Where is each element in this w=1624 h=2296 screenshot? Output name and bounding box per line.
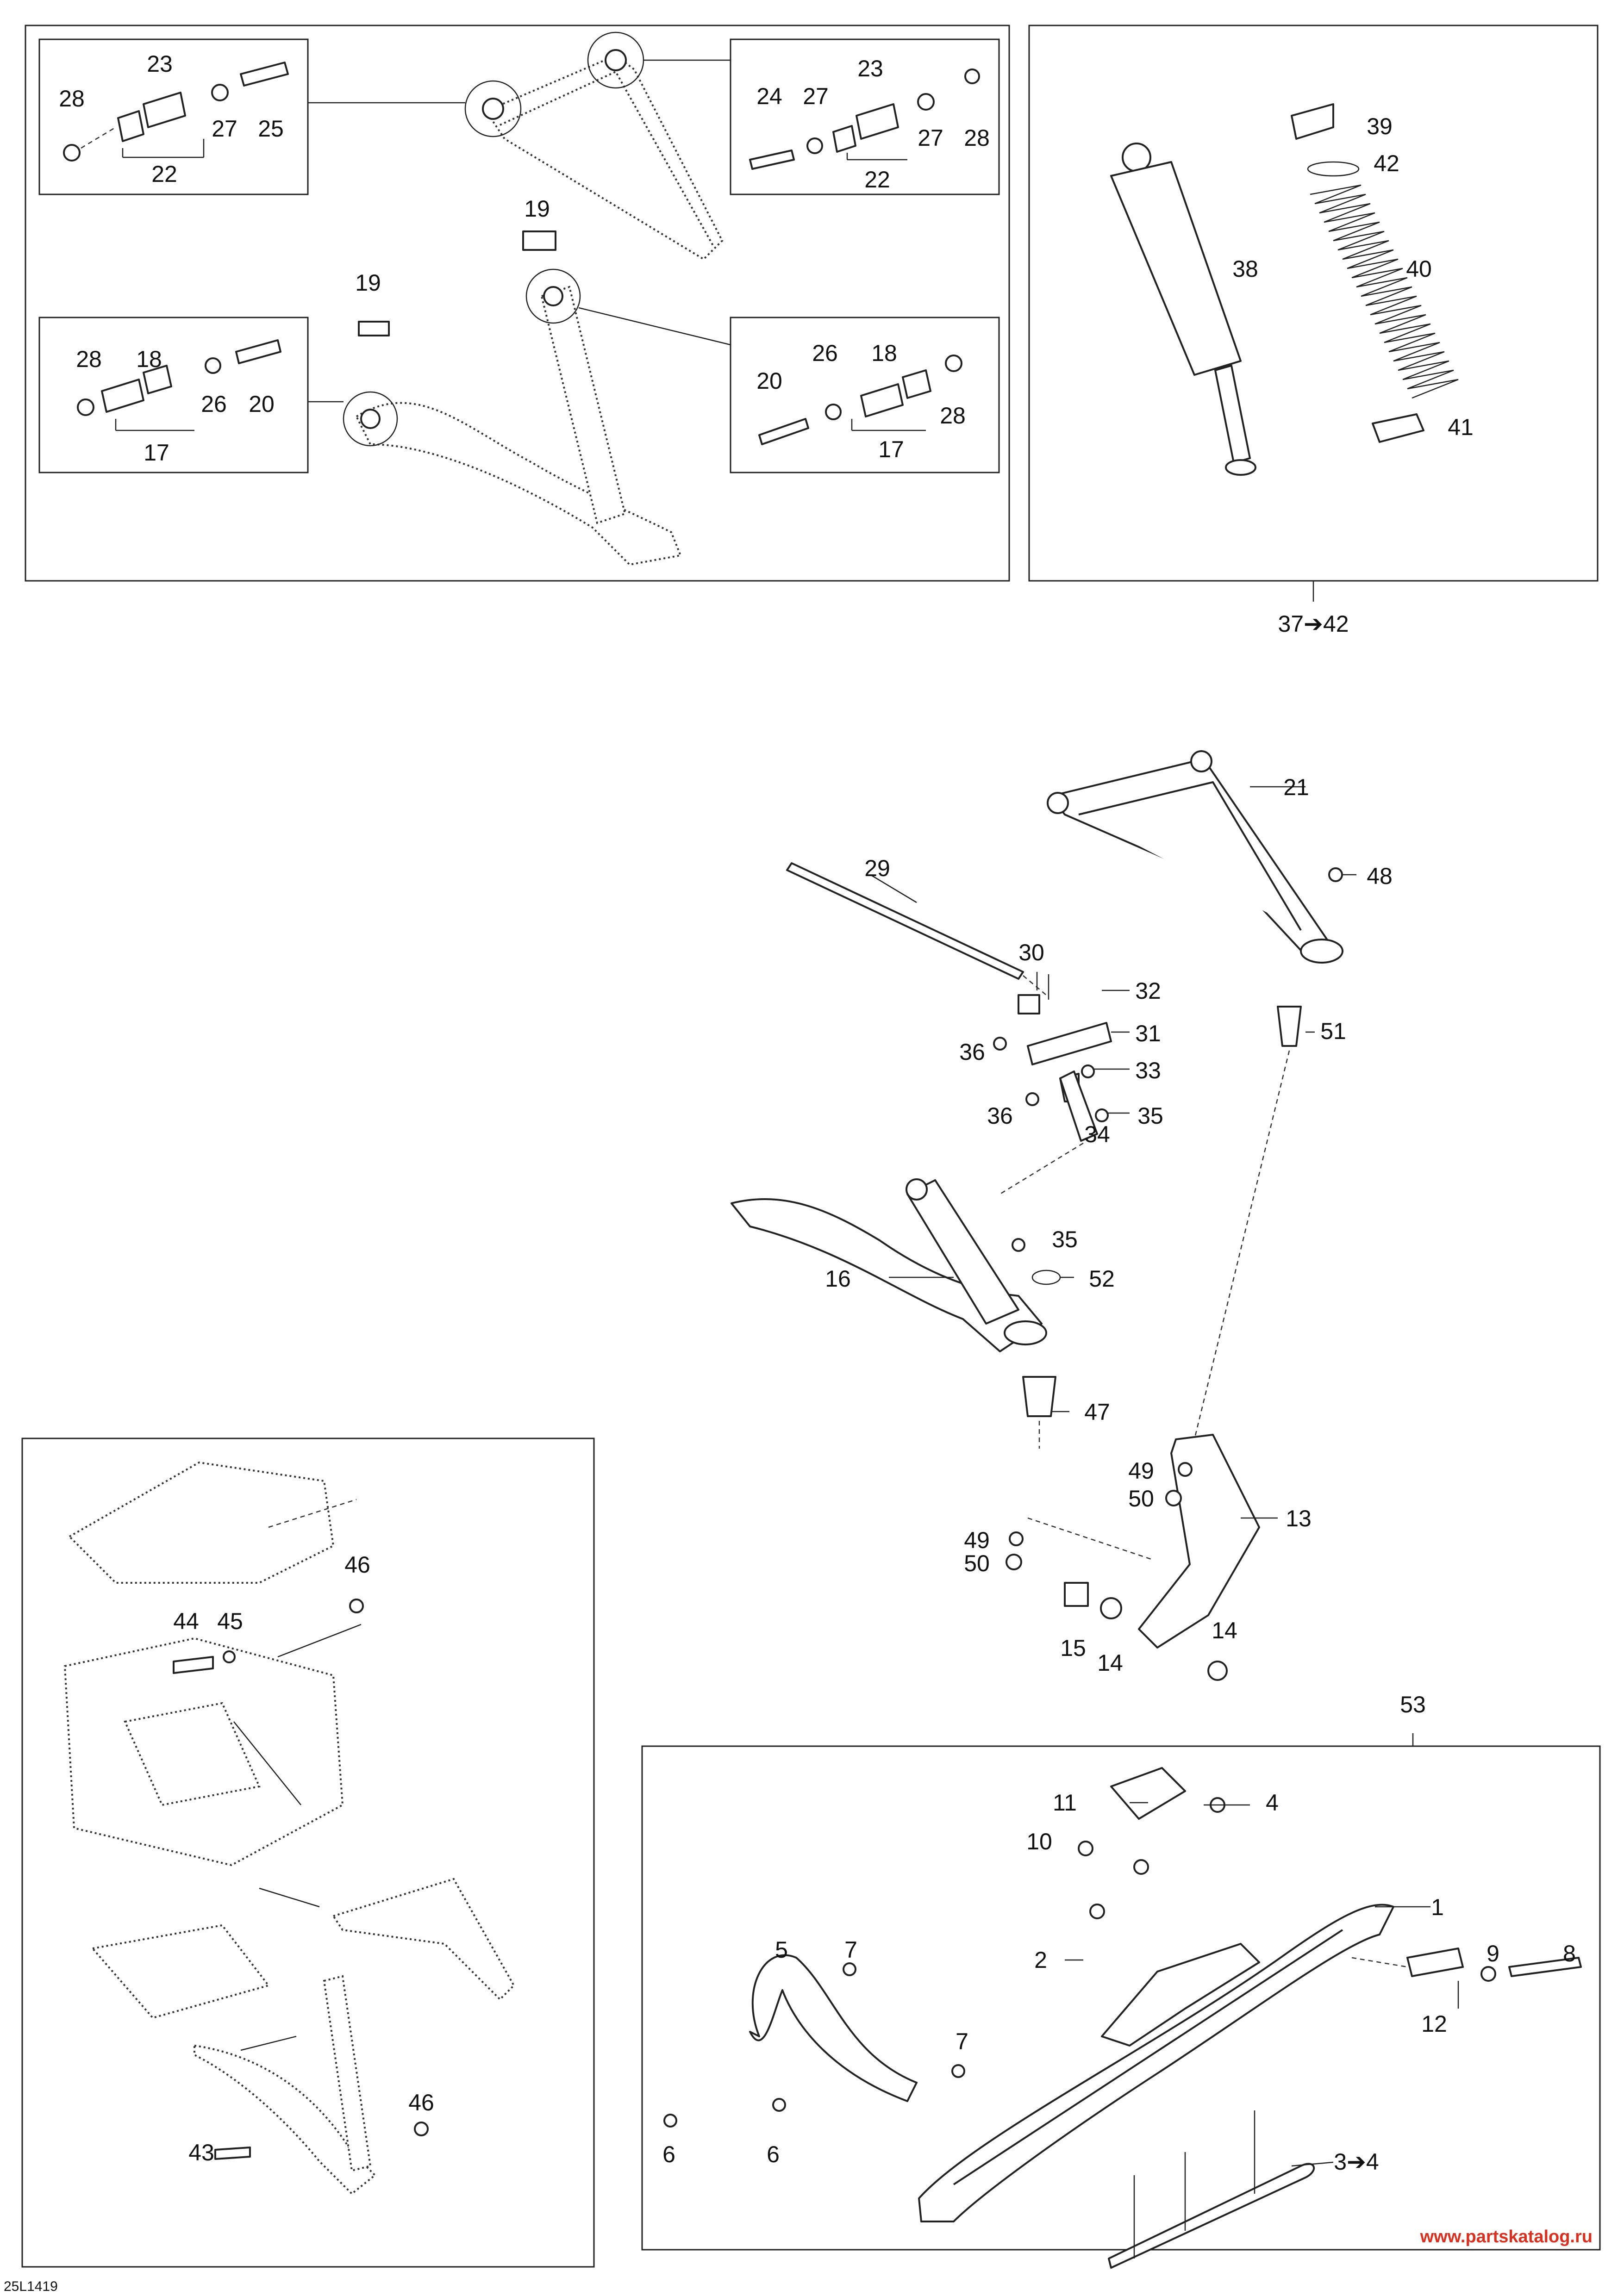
callout-15: 15 <box>1060 1635 1086 1661</box>
inset-box-lower-right <box>730 317 1000 473</box>
inset-hardware-upper-left <box>63 62 289 162</box>
callout-40: 40 <box>1406 256 1432 282</box>
leader-lines <box>870 786 1459 2167</box>
callout-10: 10 <box>1026 1829 1052 1854</box>
ski-assembly-label: 53 <box>1400 1692 1426 1717</box>
callout-28-b: 28 <box>964 125 990 151</box>
watermark: www.partskatalog.ru <box>1420 2227 1593 2246</box>
chassis-panel <box>21 1437 595 2268</box>
callout-17-a: 17 <box>144 440 169 466</box>
callout-35-b: 35 <box>1052 1226 1078 1252</box>
callout-46-b: 46 <box>408 2090 434 2116</box>
callout-7-b: 7 <box>956 2028 968 2054</box>
upper-a-arm-detail <box>308 31 731 261</box>
callout-4: 4 <box>1266 1790 1279 1816</box>
callout-6-b: 6 <box>767 2141 780 2167</box>
callout-28-d: 28 <box>940 403 966 429</box>
callout-20-b: 20 <box>756 368 782 394</box>
callout-52: 52 <box>1089 1266 1115 1292</box>
ski-panel <box>641 1745 1601 2251</box>
inset-hardware-lower-right <box>758 355 962 445</box>
callout-33: 33 <box>1135 1058 1161 1083</box>
runner-label: 3➔4 <box>1334 2149 1379 2175</box>
callout-28-c: 28 <box>76 346 102 372</box>
shock-spring <box>1291 103 1459 443</box>
callout-34: 34 <box>1084 1121 1110 1147</box>
callout-28-a: 28 <box>59 86 85 112</box>
callout-46-a: 46 <box>344 1552 370 1578</box>
callout-12: 12 <box>1421 2011 1447 2037</box>
lower-a-arm-detail <box>308 230 731 566</box>
callout-5: 5 <box>775 1937 788 1963</box>
callout-32: 32 <box>1135 978 1161 1004</box>
callout-44: 44 <box>173 1608 199 1634</box>
inset-box-upper-left <box>38 38 309 195</box>
callout-45: 45 <box>217 1608 243 1634</box>
callout-31: 31 <box>1135 1020 1161 1046</box>
callout-25: 25 <box>258 116 284 142</box>
central-assembly <box>731 750 1343 1681</box>
callout-35-a: 35 <box>1137 1103 1163 1129</box>
callout-49-a: 49 <box>1128 1458 1154 1484</box>
callout-2: 2 <box>1034 1947 1047 1973</box>
callout-47: 47 <box>1084 1399 1110 1425</box>
callout-49-b: 49 <box>964 1527 990 1553</box>
callout-50-b: 50 <box>964 1550 990 1576</box>
callout-29: 29 <box>864 855 890 881</box>
diagram-code: 25L1419 <box>4 2279 58 2294</box>
callout-11: 11 <box>1053 1790 1077 1816</box>
callout-22-b: 22 <box>864 167 890 193</box>
callout-labels: 23 28 27 25 22 23 24 27 27 28 22 19 19 2… <box>59 51 1576 2175</box>
callout-17-b: 17 <box>878 436 904 462</box>
callout-36-a: 36 <box>959 1039 985 1065</box>
callout-42: 42 <box>1374 150 1399 176</box>
callout-14-a: 14 <box>1212 1618 1237 1643</box>
chassis-illustration <box>63 1461 515 2195</box>
callout-13: 13 <box>1286 1506 1312 1531</box>
callout-8: 8 <box>1563 1941 1576 1966</box>
callout-43: 43 <box>188 2140 214 2165</box>
callout-6-a: 6 <box>662 2141 675 2167</box>
callout-26-a: 26 <box>201 391 227 417</box>
callout-23-b: 23 <box>857 56 883 81</box>
callout-24: 24 <box>756 83 782 109</box>
callout-36-b: 36 <box>987 1103 1013 1129</box>
ski-illustration <box>663 1767 1582 2269</box>
callout-30: 30 <box>1018 940 1044 965</box>
callout-16: 16 <box>825 1266 851 1292</box>
callout-27-a: 27 <box>212 116 237 142</box>
inset-box-upper-right <box>730 38 1000 195</box>
inset-box-lower-left <box>38 317 309 473</box>
callout-9: 9 <box>1487 1941 1499 1966</box>
shock-absorber <box>1110 143 1256 476</box>
callout-38: 38 <box>1232 256 1258 282</box>
inset-hardware-upper-right <box>749 68 980 170</box>
callout-21: 21 <box>1283 774 1309 800</box>
callout-26-b: 26 <box>812 340 838 366</box>
callout-51: 51 <box>1320 1018 1346 1044</box>
callout-14-b: 14 <box>1097 1650 1123 1676</box>
callout-18-b: 18 <box>871 340 897 366</box>
callout-48: 48 <box>1367 863 1393 889</box>
callout-19-b: 19 <box>355 270 381 296</box>
callout-39: 39 <box>1367 113 1393 139</box>
inset-hardware-lower-left <box>77 339 281 431</box>
shock-kit-label: 37➔42 <box>1278 611 1349 637</box>
callout-27-c: 27 <box>918 125 943 151</box>
callout-7-a: 7 <box>844 1937 857 1963</box>
callout-1: 1 <box>1431 1894 1444 1920</box>
callout-23-a: 23 <box>147 51 173 77</box>
callout-22-a: 22 <box>151 161 177 187</box>
callout-27-b: 27 <box>803 83 829 109</box>
callout-18-a: 18 <box>136 346 162 372</box>
callout-20-a: 20 <box>249 391 275 417</box>
callout-50-a: 50 <box>1128 1486 1154 1512</box>
callout-19-a: 19 <box>524 196 550 222</box>
upper-a-arm-panel <box>25 25 1010 582</box>
callout-41: 41 <box>1448 414 1474 440</box>
